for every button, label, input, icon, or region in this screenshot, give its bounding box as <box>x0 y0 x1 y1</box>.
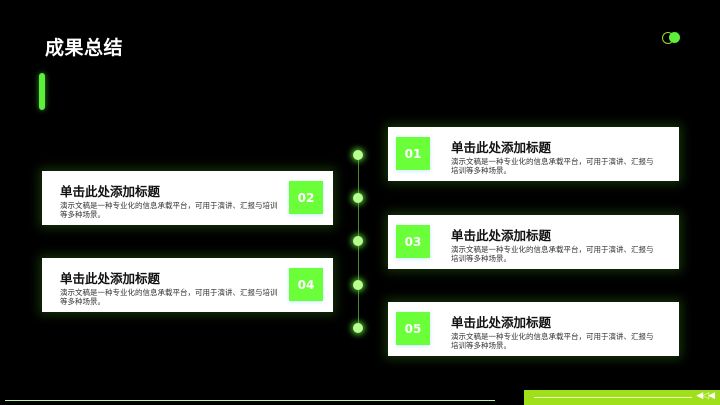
summary-card-02[interactable]: 单击此处添加标题 演示文稿是一种专业化的信息承载平台，可用于演讲、汇报与培训等多… <box>42 171 333 225</box>
card-text[interactable]: 演示文稿是一种专业化的信息承载平台，可用于演讲、汇报与培训等多种场景。 <box>451 332 654 350</box>
timeline-node-5 <box>353 323 363 333</box>
card-title[interactable]: 单击此处添加标题 <box>451 228 552 243</box>
card-title[interactable]: 单击此处添加标题 <box>451 315 552 330</box>
summary-card-03[interactable]: 03 单击此处添加标题 演示文稿是一种专业化的信息承载平台，可用于演讲、汇报与培… <box>388 215 679 269</box>
card-text[interactable]: 演示文稿是一种专业化的信息承载平台，可用于演讲、汇报与培训等多种场景。 <box>60 288 278 306</box>
toggle-icon <box>662 32 682 44</box>
dot-icon <box>669 32 680 43</box>
page-title: 成果总结 <box>45 37 124 59</box>
card-text[interactable]: 演示文稿是一种专业化的信息承载平台，可用于演讲、汇报与培训等多种场景。 <box>451 245 654 263</box>
summary-card-01[interactable]: 01 单击此处添加标题 演示文稿是一种专业化的信息承载平台，可用于演讲、汇报与培… <box>388 127 679 181</box>
timeline-node-2 <box>353 193 363 203</box>
summary-card-05[interactable]: 05 单击此处添加标题 演示文稿是一种专业化的信息承载平台，可用于演讲、汇报与培… <box>388 302 679 356</box>
timeline-node-4 <box>353 280 363 290</box>
summary-card-04[interactable]: 单击此处添加标题 演示文稿是一种专业化的信息承载平台，可用于演讲、汇报与培训等多… <box>42 258 333 312</box>
card-title[interactable]: 单击此处添加标题 <box>60 271 161 286</box>
title-accent-bar <box>39 73 45 110</box>
card-number: 02 <box>289 181 323 214</box>
timeline-node-3 <box>353 236 363 246</box>
card-text[interactable]: 演示文稿是一种专业化的信息承载平台，可用于演讲、汇报与培训等多种场景。 <box>60 201 278 219</box>
card-number: 03 <box>396 225 430 258</box>
back-arrows-icon: ◀◁◀ <box>696 391 715 401</box>
card-number: 05 <box>396 312 430 345</box>
card-text[interactable]: 演示文稿是一种专业化的信息承载平台，可用于演讲、汇报与培训等多种场景。 <box>451 157 654 175</box>
card-title[interactable]: 单击此处添加标题 <box>451 140 552 155</box>
footer-bar: ◀◁◀ <box>524 390 720 405</box>
card-number: 01 <box>396 137 430 170</box>
timeline-node-1 <box>353 150 363 160</box>
card-number: 04 <box>289 268 323 301</box>
card-title[interactable]: 单击此处添加标题 <box>60 184 161 199</box>
footer-divider <box>5 400 495 401</box>
footer-bar-line <box>534 397 692 398</box>
